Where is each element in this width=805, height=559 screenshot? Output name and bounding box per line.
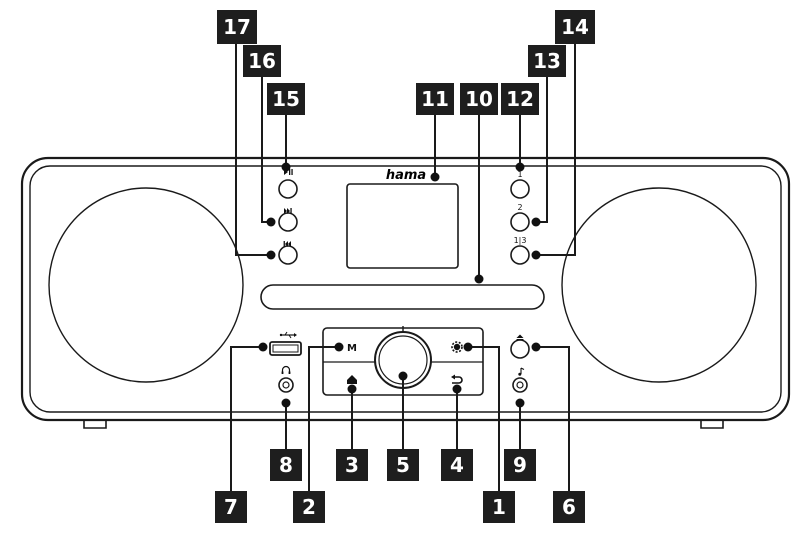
- leader-dots: [258, 162, 541, 408]
- device-outer-shell: [20, 156, 791, 422]
- callout-2-text: 2: [302, 495, 316, 519]
- eject-button: [510, 339, 530, 359]
- callout-13-text: 13: [533, 49, 561, 73]
- right-foot: [700, 420, 724, 429]
- leader-7: [230, 346, 263, 491]
- callout-11-text: 11: [421, 87, 449, 111]
- leader-lines: [230, 44, 576, 491]
- brand-logo: hama: [386, 168, 426, 183]
- callout-15: 15: [267, 83, 305, 115]
- left-foot: [83, 420, 107, 429]
- preset-list-mark: 1|3: [514, 236, 527, 245]
- music-note-icon: [518, 367, 525, 376]
- leader-6: [534, 346, 570, 491]
- preset-1-mark: 1: [517, 170, 522, 179]
- leader-1: [469, 346, 500, 491]
- callout-12-text: 12: [506, 87, 534, 111]
- settings-icon: [451, 341, 463, 353]
- device-inner-shell: [29, 165, 782, 413]
- preset-2-mark: 2: [517, 203, 522, 212]
- back-icon: [451, 374, 463, 384]
- left-speaker: [48, 187, 244, 383]
- callout-15-text: 15: [272, 87, 300, 111]
- callout-11: 11: [416, 83, 454, 115]
- play-pause-button: [278, 179, 298, 199]
- skip-forward-icon: [284, 208, 292, 214]
- headphone-jack: [278, 377, 294, 393]
- callout-3: 3: [336, 449, 368, 481]
- callout-10: 10: [460, 83, 498, 115]
- callout-17-text: 17: [223, 15, 251, 39]
- dot-4: [452, 384, 462, 394]
- dot-17: [266, 250, 276, 260]
- aux-jack: [512, 377, 528, 393]
- callout-16-text: 16: [248, 49, 276, 73]
- callout-3-text: 3: [345, 453, 359, 477]
- callout-13: 13: [528, 45, 566, 77]
- usb-port: [269, 341, 302, 356]
- callout-8: 8: [270, 449, 302, 481]
- callout-2: 2: [293, 491, 325, 523]
- callout-6-text: 6: [562, 495, 576, 519]
- callout-12: 12: [501, 83, 539, 115]
- callout-5: 5: [387, 449, 419, 481]
- callout-9: 9: [504, 449, 536, 481]
- callout-9-text: 9: [513, 453, 527, 477]
- usb-icon: [279, 331, 297, 339]
- dot-3: [347, 384, 357, 394]
- callout-14: 14: [555, 10, 595, 44]
- dot-16: [266, 217, 276, 227]
- dot-7: [258, 342, 268, 352]
- leader-17: [235, 44, 274, 256]
- aux-jack-core: [516, 381, 524, 389]
- home-icon: [347, 375, 357, 384]
- leader-14: [534, 44, 576, 256]
- usb-port-inner: [272, 344, 299, 353]
- dot-1: [463, 342, 473, 352]
- dot-15: [281, 162, 291, 172]
- preset-list-button: [510, 245, 530, 265]
- callout-4-text: 4: [450, 453, 464, 477]
- callout-8-text: 8: [279, 453, 293, 477]
- eject-icon: [516, 334, 524, 341]
- dot-5: [398, 371, 408, 381]
- callout-5-text: 5: [396, 453, 410, 477]
- callout-1-text: 1: [492, 495, 506, 519]
- callout-4: 4: [441, 449, 473, 481]
- preset-1-button: [510, 179, 530, 199]
- headphone-icon: [281, 365, 291, 374]
- headphone-jack-core: [282, 381, 290, 389]
- dot-14: [531, 250, 541, 260]
- skip-back-icon: [283, 241, 291, 247]
- skip-back-button: [278, 245, 298, 265]
- dot-9: [515, 398, 525, 408]
- callout-17: 17: [217, 10, 257, 44]
- device-body: [20, 156, 791, 429]
- leader-2: [308, 346, 342, 491]
- callout-7-text: 7: [224, 495, 238, 519]
- callout-14-text: 14: [561, 15, 589, 39]
- dot-2: [334, 342, 344, 352]
- dot-13: [531, 217, 541, 227]
- callout-16: 16: [243, 45, 281, 77]
- dot-11: [430, 172, 440, 182]
- display-screen: [346, 183, 459, 269]
- cd-slot: [260, 284, 545, 310]
- preset-2-button: [510, 212, 530, 232]
- dot-12: [515, 162, 525, 172]
- callout-10-text: 10: [465, 87, 493, 111]
- right-speaker: [561, 187, 757, 383]
- callout-6: 6: [553, 491, 585, 523]
- dot-10: [474, 274, 484, 284]
- callout-labels: 17 16 15 11 10 12 13 14 8 3 5 4 9 7 2 1 …: [215, 10, 595, 523]
- skip-forward-button: [278, 212, 298, 232]
- dot-8: [281, 398, 291, 408]
- menu-mark: M: [347, 343, 357, 354]
- dot-6: [531, 342, 541, 352]
- callout-7: 7: [215, 491, 247, 523]
- callout-1: 1: [483, 491, 515, 523]
